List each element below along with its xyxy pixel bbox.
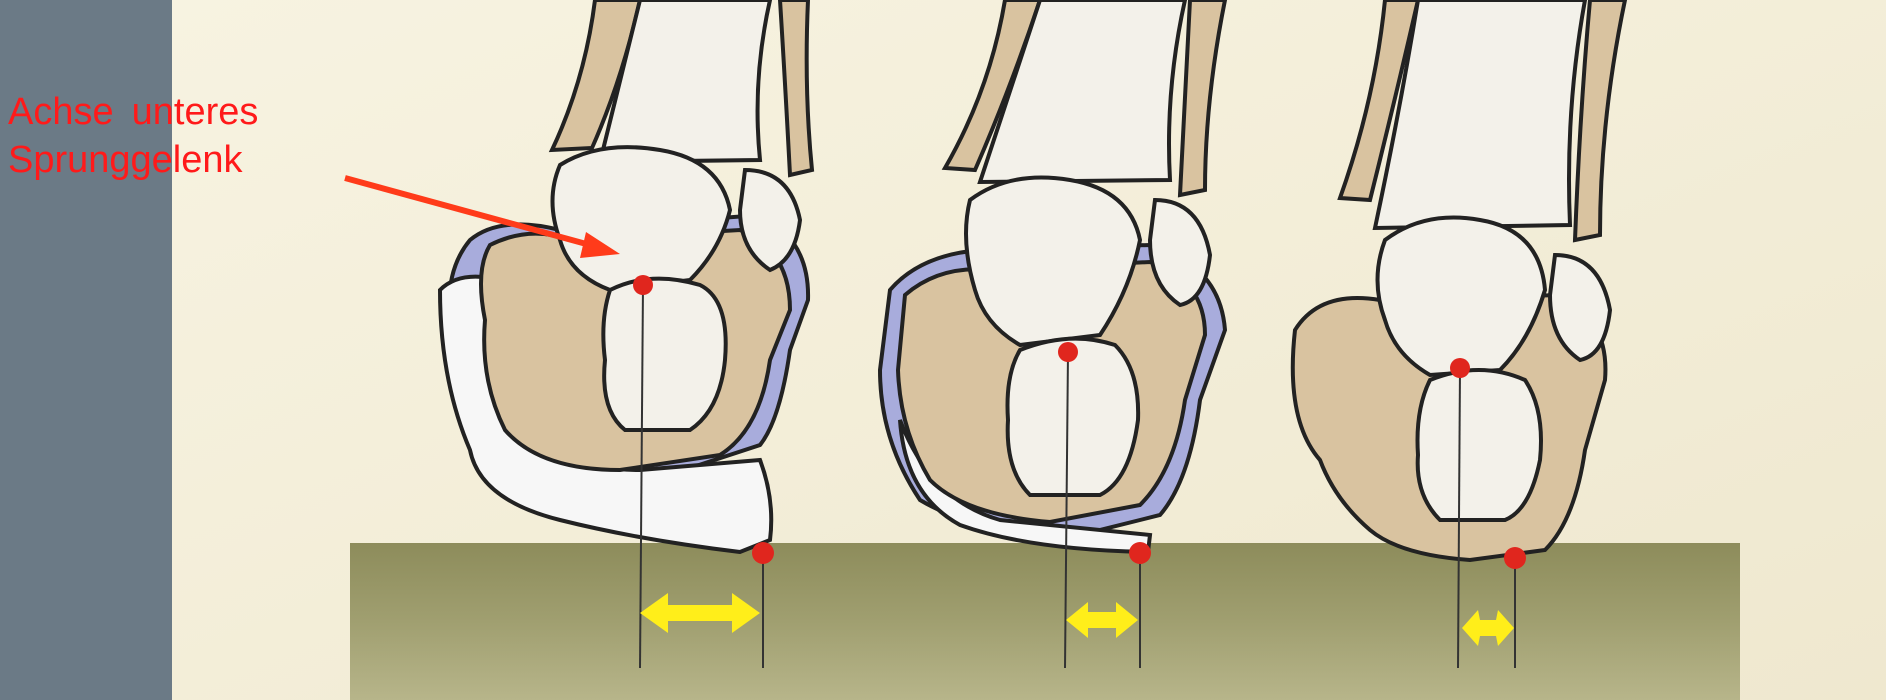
left-contact-point [752,542,774,564]
right-contact-point [1504,547,1526,569]
annotation-word-unteres: unteres [132,91,259,133]
left-axis-point [633,275,653,295]
right-axis-point [1450,358,1470,378]
axis-annotation-label: Achse unteres Sprunggelenk [8,88,258,184]
annotation-word-achse: Achse [8,91,114,133]
ground-plane [350,543,1740,700]
middle-contact-point [1129,542,1151,564]
annotation-line-2: Sprunggelenk [8,136,258,184]
middle-axis-point [1058,342,1078,362]
annotation-line-1: Achse unteres [8,88,258,136]
